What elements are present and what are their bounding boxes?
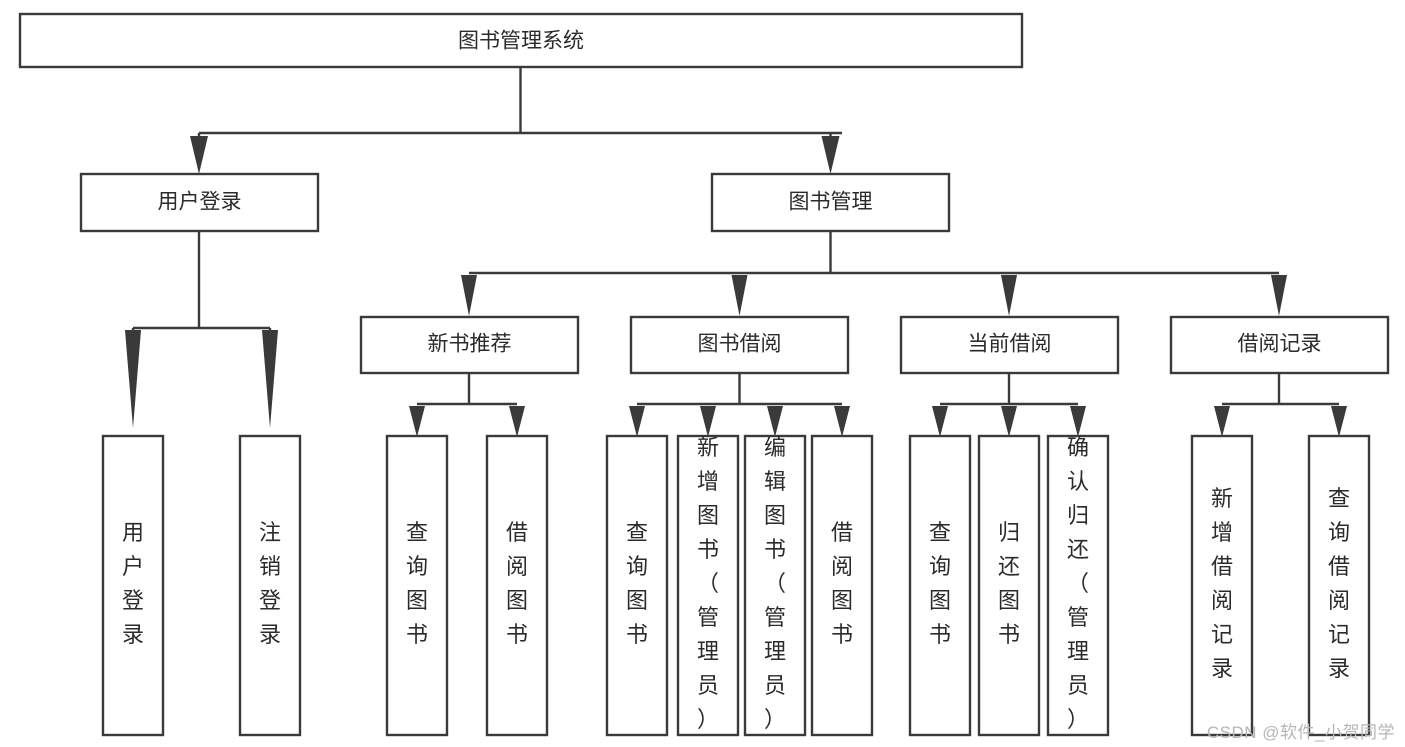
leaf-query-record-label: 查询借阅记录 — [1328, 486, 1350, 681]
node-root[interactable]: 图书管理系统 — [18, 12, 1024, 69]
leaf-user-login-label: 用户登录 — [122, 520, 144, 647]
node-current-borrow[interactable]: 当前借阅 — [899, 315, 1120, 375]
arrow-head-user-login — [190, 136, 208, 174]
arrow-head-book-management — [821, 136, 840, 174]
connectors-layer — [125, 67, 1347, 437]
leaf-return-book-box[interactable] — [977, 434, 1041, 737]
leaf-query-book-1-label: 查询图书 — [406, 520, 428, 647]
leaf-borrow-book-2-label: 借阅图书 — [831, 520, 853, 647]
leaf-borrow-book-2[interactable]: 借阅图书 — [810, 434, 874, 737]
arrow-head-leaf-edit-book — [767, 406, 783, 437]
arrow-head-leaf-query-book-1 — [409, 406, 425, 437]
leaf-query-book-3[interactable]: 查询图书 — [908, 434, 972, 737]
node-new-book-recommend-label: 新书推荐 — [428, 333, 512, 356]
node-book-management-label: 图书管理 — [789, 191, 873, 214]
leaf-query-book-1[interactable]: 查询图书 — [385, 434, 449, 737]
leaf-confirm-return[interactable]: 确认归还（管理员） — [1046, 434, 1110, 737]
arrow-head-new-book-recommend — [461, 275, 477, 316]
node-book-borrow-label: 图书借阅 — [698, 333, 782, 356]
leaf-confirm-return-box[interactable] — [1046, 434, 1110, 737]
node-root-label: 图书管理系统 — [458, 30, 584, 53]
leaf-borrow-book-1-box[interactable] — [485, 434, 549, 737]
node-root-box[interactable] — [18, 12, 1024, 69]
leaf-return-book-label: 归还图书 — [998, 520, 1020, 647]
leaf-user-login[interactable]: 用户登录 — [101, 434, 165, 737]
leaf-query-book-2-box[interactable] — [605, 434, 669, 737]
leaf-add-record-label: 新增借阅记录 — [1211, 486, 1233, 681]
leaf-user-login-box[interactable] — [101, 434, 165, 737]
leaf-add-book[interactable]: 新增图书（管理员） — [676, 434, 740, 737]
arrow-head-leaf-query-record — [1331, 406, 1347, 437]
csdn-watermark: CSDN @软件_小贺同学 — [1206, 723, 1395, 742]
arrow-head-current-borrow — [1001, 275, 1017, 316]
leaf-add-record[interactable]: 新增借阅记录 — [1190, 434, 1254, 737]
arrow-head-leaf-borrow-book-2 — [834, 406, 850, 437]
leaf-query-book-1-box[interactable] — [385, 434, 449, 737]
node-book-borrow[interactable]: 图书借阅 — [629, 315, 850, 375]
arrow-head-leaf-user-login — [125, 330, 141, 428]
leaf-edit-book-label: 编辑图书（管理员） — [764, 435, 786, 732]
node-current-borrow-label: 当前借阅 — [968, 333, 1052, 356]
leaf-edit-book-box[interactable] — [743, 434, 807, 737]
arrow-head-leaf-borrow-book-1 — [509, 406, 525, 437]
arrow-head-leaf-add-book — [700, 406, 716, 437]
leaf-logout-box[interactable] — [238, 434, 302, 737]
leaf-logout[interactable]: 注销登录 — [238, 434, 302, 737]
arrow-head-leaf-query-book-3 — [932, 406, 948, 437]
leaf-return-book[interactable]: 归还图书 — [977, 434, 1041, 737]
node-borrow-record-box[interactable] — [1169, 315, 1390, 375]
node-new-book-recommend[interactable]: 新书推荐 — [359, 315, 580, 375]
arrow-head-borrow-record — [1271, 275, 1287, 316]
arrow-head-leaf-return-book — [1001, 406, 1017, 437]
leaf-borrow-book-1[interactable]: 借阅图书 — [485, 434, 549, 737]
node-new-book-recommend-box[interactable] — [359, 315, 580, 375]
arrow-head-leaf-logout — [262, 330, 278, 428]
leaf-edit-book[interactable]: 编辑图书（管理员） — [743, 434, 807, 737]
node-book-management[interactable]: 图书管理 — [710, 172, 951, 233]
leaf-query-record-box[interactable] — [1307, 434, 1371, 737]
node-book-borrow-box[interactable] — [629, 315, 850, 375]
leaf-logout-label: 注销登录 — [259, 520, 281, 647]
node-book-management-box[interactable] — [710, 172, 951, 233]
node-user-login-label: 用户登录 — [158, 191, 242, 214]
node-user-login-box[interactable] — [79, 172, 320, 233]
leaf-borrow-book-2-box[interactable] — [810, 434, 874, 737]
leaf-borrow-book-1-label: 借阅图书 — [506, 520, 528, 647]
node-user-login[interactable]: 用户登录 — [79, 172, 320, 233]
node-current-borrow-box[interactable] — [899, 315, 1120, 375]
node-borrow-record-label: 借阅记录 — [1238, 333, 1322, 356]
leaf-add-book-box[interactable] — [676, 434, 740, 737]
leaf-query-record[interactable]: 查询借阅记录 — [1307, 434, 1371, 737]
leaf-query-book-2-label: 查询图书 — [626, 520, 648, 647]
leaf-confirm-return-label: 确认归还（管理员） — [1067, 435, 1089, 732]
leaf-query-book-3-box[interactable] — [908, 434, 972, 737]
arrow-head-leaf-confirm-return — [1070, 406, 1086, 437]
arrow-head-book-borrow — [731, 275, 748, 316]
arrow-head-leaf-add-record — [1214, 406, 1230, 437]
arrow-head-leaf-query-book-2 — [629, 406, 645, 437]
leaf-query-book-3-label: 查询图书 — [929, 520, 951, 647]
leaf-query-book-2[interactable]: 查询图书 — [605, 434, 669, 737]
leaf-add-book-label: 新增图书（管理员） — [697, 435, 719, 732]
node-borrow-record[interactable]: 借阅记录 — [1169, 315, 1390, 375]
leaf-add-record-box[interactable] — [1190, 434, 1254, 737]
